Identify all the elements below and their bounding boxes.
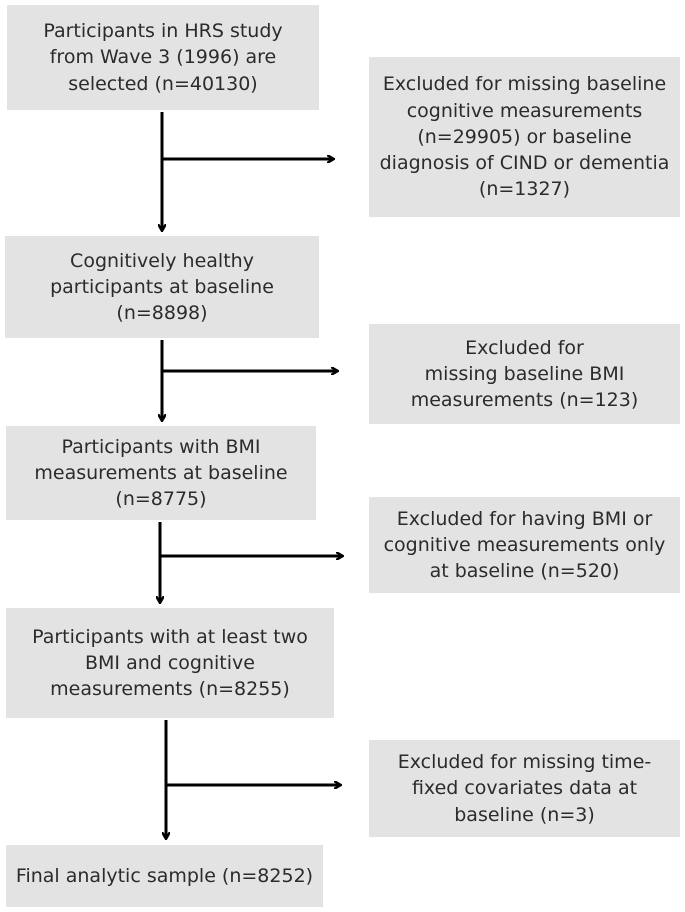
box-line: missing baseline BMI xyxy=(424,362,625,385)
box-line: cognitive measurements xyxy=(406,99,643,122)
box-line: Excluded for having BMI or xyxy=(396,507,653,530)
box-line: Excluded for missing time- xyxy=(397,751,652,774)
box-line: Cognitively healthy xyxy=(70,249,254,272)
box-line: from Wave 3 (1996) are xyxy=(49,46,277,69)
exclusion-box-4: Excluded for missing time- fixed covaria… xyxy=(369,740,680,837)
exclusion-box-2: Excluded for missing baseline BMI measur… xyxy=(369,324,680,424)
box-line: Excluded for xyxy=(465,336,584,359)
box-line: diagnosis of CIND or dementia xyxy=(379,152,670,175)
box-line: at baseline (n=520) xyxy=(429,560,620,583)
box-line: measurements (n=8255) xyxy=(50,678,290,701)
box-line: measurements at baseline xyxy=(34,461,288,484)
box-line: Participants with at least two xyxy=(32,625,308,648)
exclusion-box-3: Excluded for having BMI or cognitive mea… xyxy=(369,497,680,593)
box-line: cognitive measurements only xyxy=(383,533,666,556)
box-line: (n=1327) xyxy=(478,178,571,201)
box-line: (n=8898) xyxy=(116,302,208,325)
box-line: selected (n=40130) xyxy=(68,72,258,95)
box-line: (n=29905) or baseline xyxy=(417,125,632,148)
box-line: BMI and cognitive xyxy=(85,651,255,674)
exclusion-box-1: Excluded for missing baseline cognitive … xyxy=(369,57,680,217)
main-box-3: Participants with BMI measurements at ba… xyxy=(6,426,316,520)
main-box-4: Participants with at least two BMI and c… xyxy=(6,608,334,718)
box-line: baseline (n=3) xyxy=(454,803,595,826)
main-box-2: Cognitively healthy participants at base… xyxy=(5,236,319,338)
box-line: fixed covariates data at xyxy=(411,777,638,800)
box-line: Final analytic sample (n=8252) xyxy=(15,864,314,887)
box-line: (n=8775) xyxy=(115,488,207,511)
box-line: Participants in HRS study xyxy=(43,20,283,43)
main-box-5: Final analytic sample (n=8252) xyxy=(6,845,323,907)
main-box-1: Participants in HRS study from Wave 3 (1… xyxy=(7,5,319,110)
box-line: measurements (n=123) xyxy=(410,389,639,412)
box-line: participants at baseline xyxy=(50,275,274,298)
box-line: Participants with BMI xyxy=(61,435,261,458)
box-line: Excluded for missing baseline xyxy=(382,73,667,96)
